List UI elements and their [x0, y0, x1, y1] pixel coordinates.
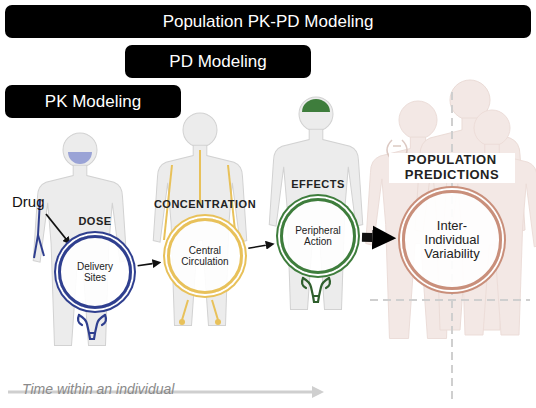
stage-ring: Delivery Sites	[58, 235, 132, 309]
stage-circle: CONCENTRATION Central Circulation	[151, 198, 259, 298]
stage-text: Inter-Individual Variability	[415, 219, 489, 262]
stage-ring: Inter-Individual Variability	[402, 190, 502, 290]
stage-text: Peripheral Action	[289, 225, 347, 247]
stage-heading: EFFECTS	[288, 178, 348, 191]
stage-heading: DOSE	[75, 215, 114, 228]
flow-arrow	[138, 264, 153, 266]
stage-ring: Peripheral Action	[280, 198, 356, 274]
brain	[302, 99, 330, 112]
stage-text: Delivery Sites	[67, 261, 123, 283]
stage-heading: CONCENTRATION	[151, 198, 259, 211]
population-arrow	[362, 233, 372, 242]
time-label: Time within an individual	[22, 381, 536, 397]
stage-text: Central Circulation	[176, 245, 234, 267]
population-figures	[366, 80, 536, 339]
stage-circle: DOSE Delivery Sites	[54, 215, 136, 313]
vessel-ends	[179, 319, 221, 325]
mouth-site	[68, 152, 92, 164]
modeling-band: PK Modeling	[5, 85, 181, 118]
uterus-icon	[78, 315, 106, 339]
modeling-band: PD Modeling	[125, 45, 311, 78]
modeling-band: Population PK-PD Modeling	[5, 5, 531, 38]
drug-label: Drug	[12, 193, 536, 210]
stage-ring: Central Circulation	[167, 218, 243, 294]
uterus-icon	[302, 278, 330, 302]
stage-circle: EFFECTS Peripheral Action	[276, 178, 360, 278]
drug-arrow	[46, 214, 70, 244]
band-label: PK Modeling	[45, 92, 141, 112]
band-label: PD Modeling	[169, 52, 266, 72]
flow-arrow	[248, 245, 265, 248]
band-label: Population PK-PD Modeling	[163, 12, 374, 32]
individual-figures	[33, 97, 363, 346]
stage-circle: POPULATION PREDICTIONS Inter-Individual V…	[389, 153, 515, 293]
variability-axes	[370, 92, 530, 400]
stage-heading: POPULATION PREDICTIONS	[389, 153, 515, 183]
